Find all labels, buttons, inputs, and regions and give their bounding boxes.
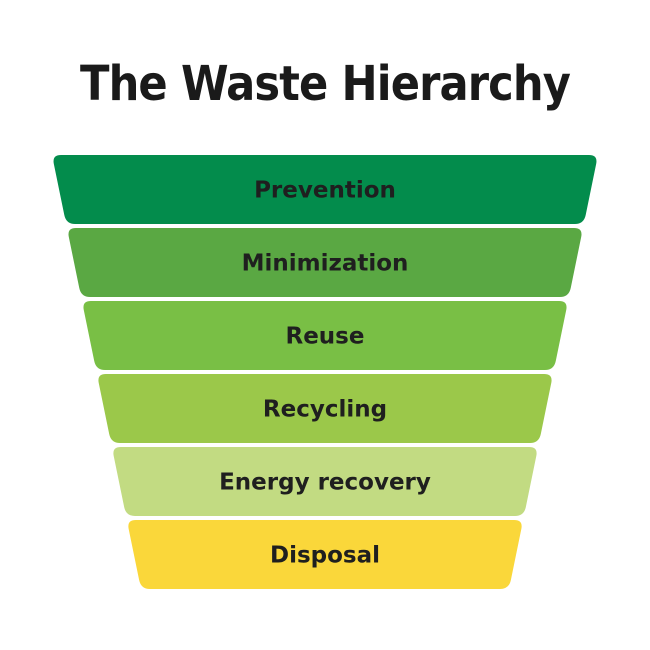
tier-minimization-label: Minimization (242, 251, 409, 277)
tier-reuse: Reuse (83, 301, 567, 370)
page-title: The Waste Hierarchy (80, 56, 571, 112)
tier-reuse-band (83, 301, 567, 370)
tier-prevention-label: Prevention (254, 178, 396, 204)
tier-minimization: Minimization (68, 228, 582, 297)
tier-energy-recovery-label: Energy recovery (219, 470, 431, 496)
tier-prevention-band (53, 155, 597, 224)
tier-minimization-band (68, 228, 582, 297)
tier-energy-recovery-band (113, 447, 537, 516)
tier-disposal-label: Disposal (270, 543, 380, 569)
tier-disposal: Disposal (128, 520, 522, 589)
tier-prevention: Prevention (53, 155, 597, 224)
tier-disposal-band (128, 520, 522, 589)
tier-recycling: Recycling (98, 374, 552, 443)
tier-reuse-label: Reuse (286, 324, 365, 350)
tier-recycling-label: Recycling (263, 397, 387, 423)
tier-energy-recovery: Energy recovery (113, 447, 537, 516)
tier-recycling-band (98, 374, 552, 443)
